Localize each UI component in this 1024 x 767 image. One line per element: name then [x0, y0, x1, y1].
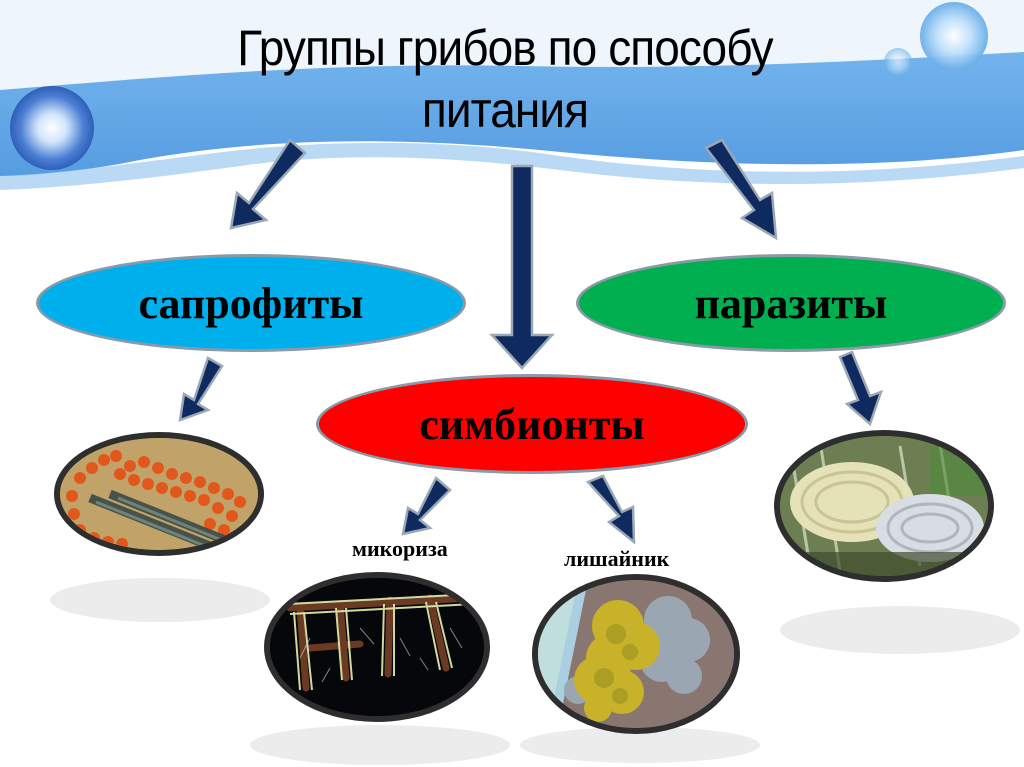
- slime-mold-image: [60, 438, 258, 550]
- node-saprophytes-label: сапрофиты: [138, 278, 364, 328]
- node-symbionts-label: симбионты: [419, 399, 645, 449]
- orb-decoration: [10, 86, 94, 170]
- title-line-1: Группы грибов по способу: [237, 20, 773, 76]
- node-saprophytes: сапрофиты: [36, 254, 466, 352]
- slide-title: Группы грибов по способу питания: [40, 18, 969, 140]
- lichen-image: [538, 580, 734, 728]
- label-mycorrhiza: микориза: [352, 536, 448, 561]
- lichen-photo: [532, 574, 740, 734]
- label-lichen: лишайник: [564, 546, 670, 571]
- mycorrhiza-image: [270, 578, 484, 716]
- node-parasites-label: паразиты: [694, 278, 888, 328]
- title-line-2: питания: [421, 82, 589, 138]
- parasite-photo: [774, 430, 994, 582]
- node-symbionts: симбионты: [316, 374, 748, 474]
- mycorrhiza-photo: [264, 572, 490, 722]
- bracket-fungus-image: [780, 436, 988, 576]
- saprophyte-photo: [54, 432, 264, 556]
- node-parasites: паразиты: [576, 254, 1006, 352]
